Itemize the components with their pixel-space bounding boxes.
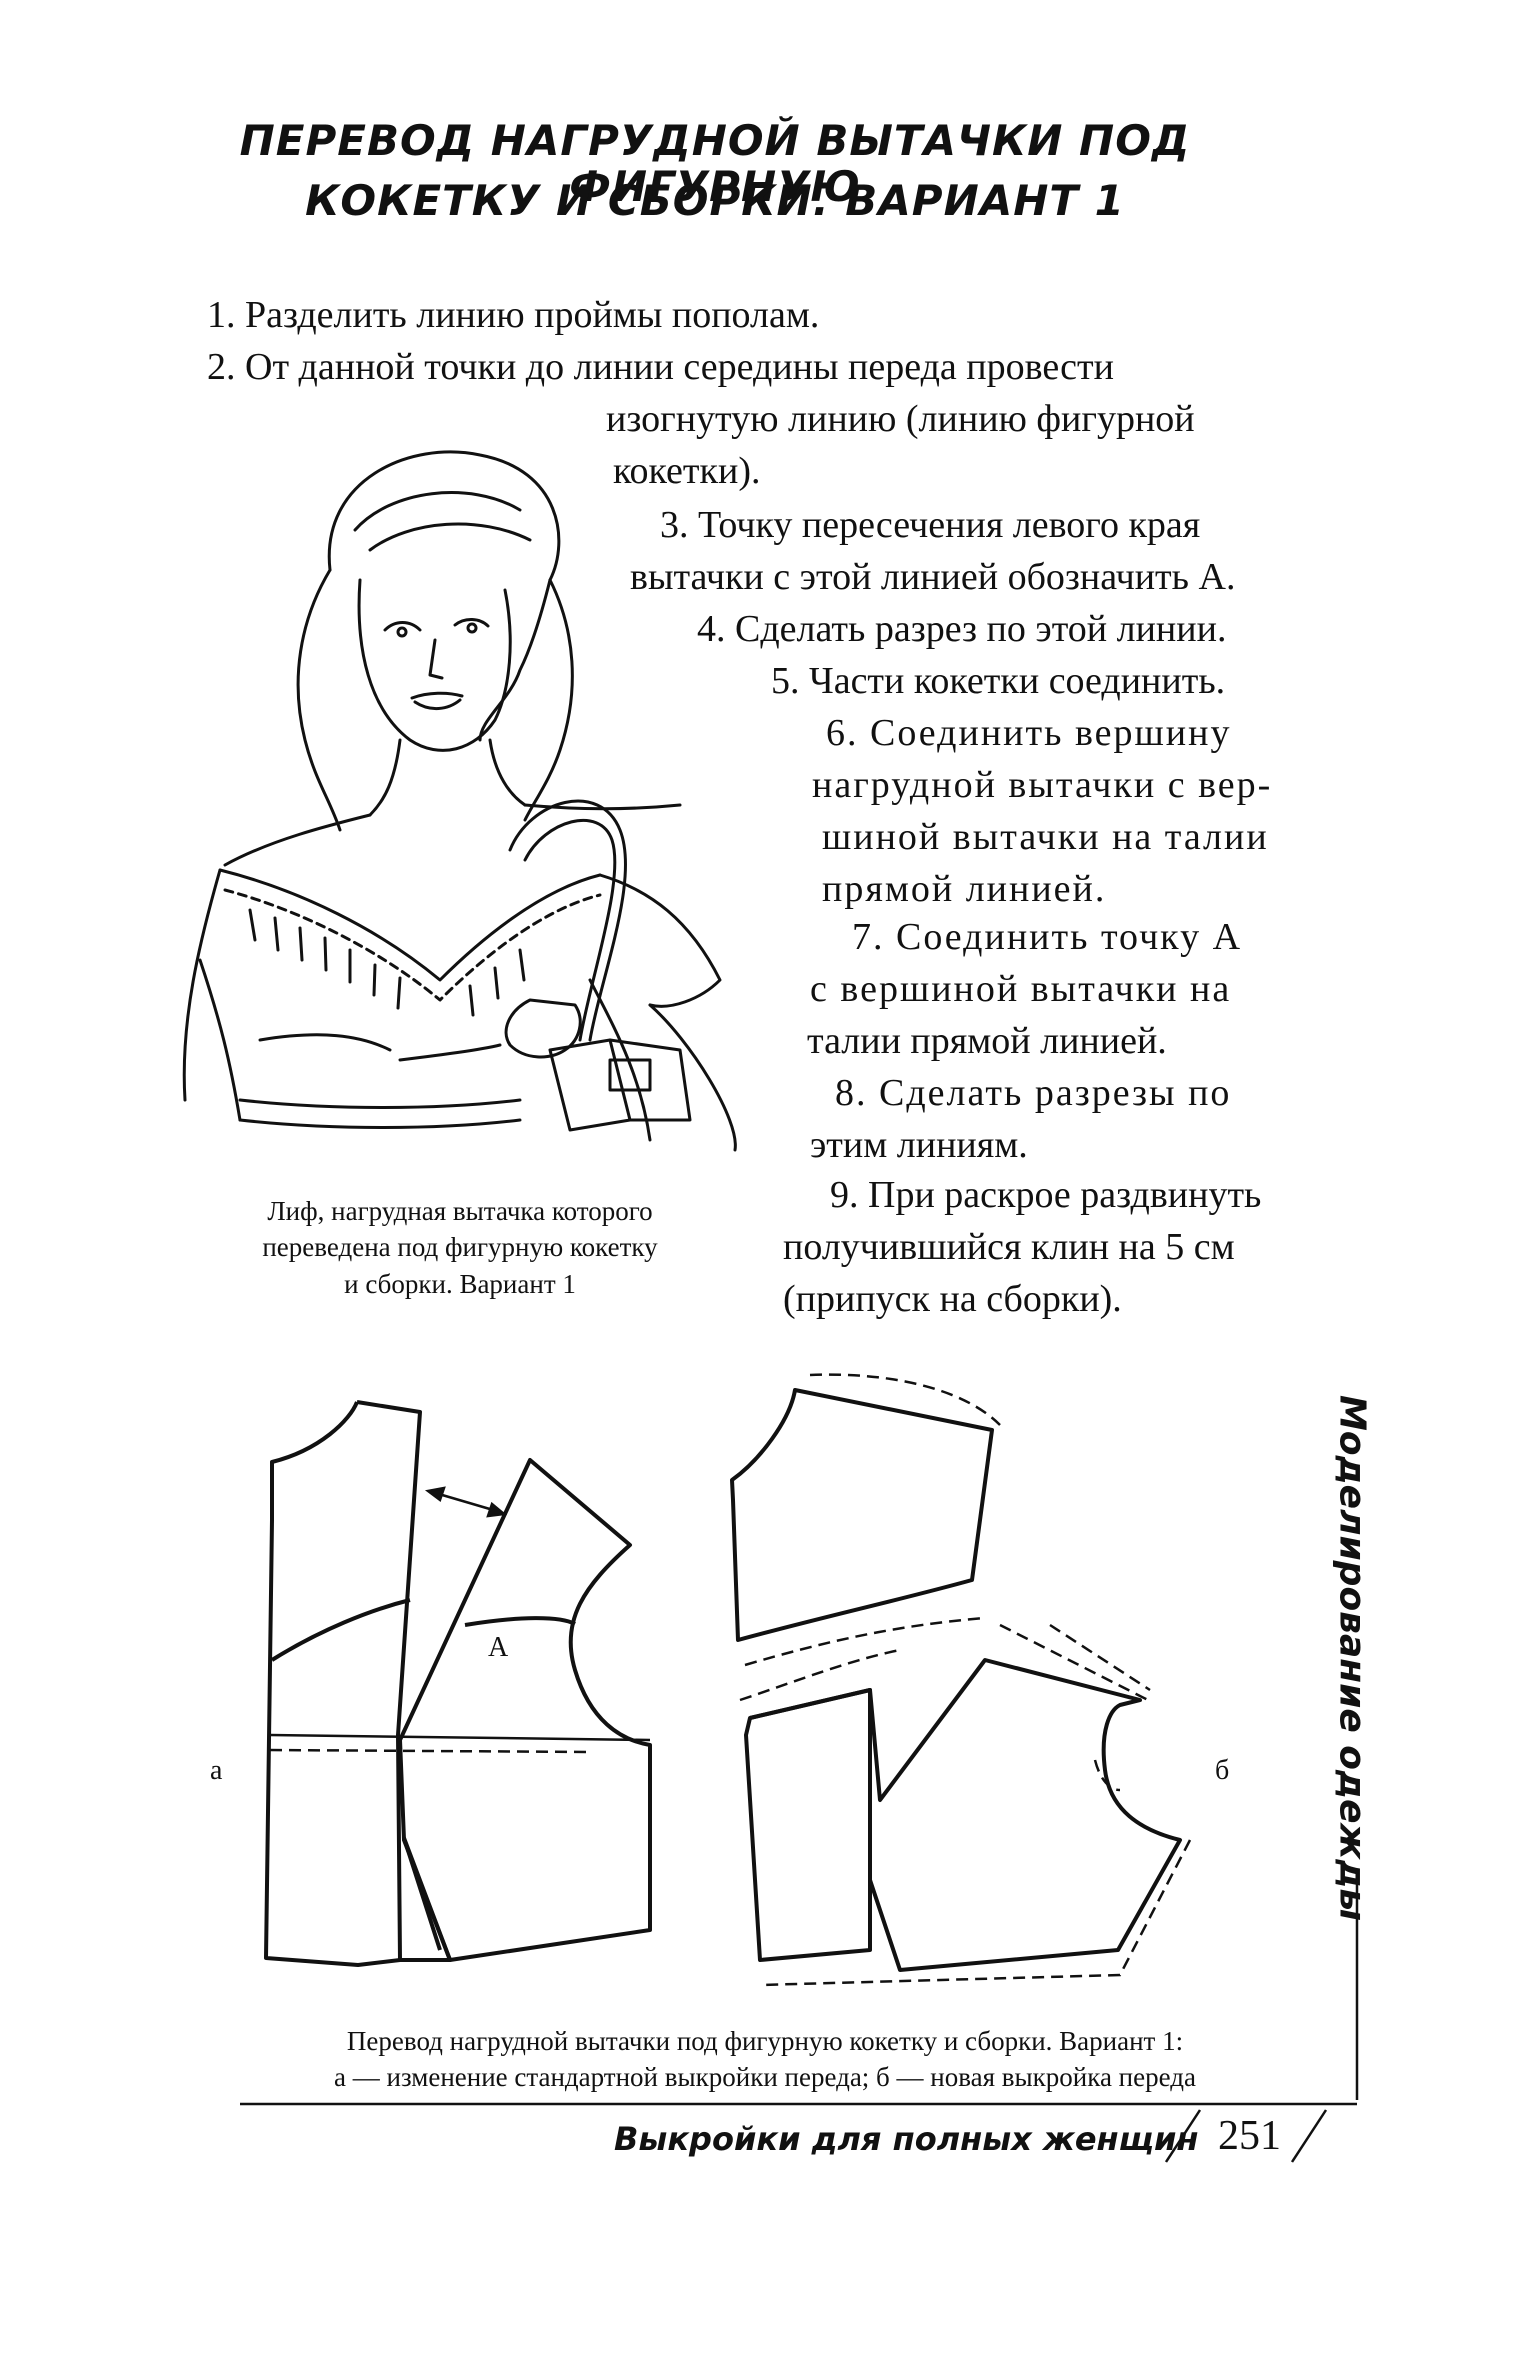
figure-b-label: б bbox=[1215, 1755, 1230, 1786]
woman-illustration bbox=[182, 450, 737, 1152]
step-line: получившийся клин на 5 см bbox=[783, 1226, 1235, 1268]
step-line: 7. Соединить точку А bbox=[852, 916, 1243, 958]
footer-book-title: Выкройки для полных женщин bbox=[614, 2120, 1199, 2158]
step-line: 1. Разделить линию проймы пополам. bbox=[207, 294, 820, 336]
step-line: 6. Соединить вершину bbox=[826, 712, 1232, 754]
figure-caption-line: а — изменение стандартной выкройки перед… bbox=[334, 2062, 1196, 2093]
page-title-line1: ПЕРЕВОД НАГРУДНОЙ ВЫТАЧКИ ПОД ФИГУРНУЮ bbox=[239, 116, 1191, 212]
page-number: 251 bbox=[1218, 2113, 1281, 2159]
step-line: с вершиной вытачки на bbox=[810, 968, 1232, 1010]
step-line: 4. Сделать разрез по этой линии. bbox=[697, 608, 1227, 650]
point-a-label: А bbox=[488, 1632, 509, 1663]
illustration-caption-line: и сборки. Вариант 1 bbox=[344, 1268, 576, 1299]
page-title-line2: КОКЕТКУ И СБОРКИ. ВАРИАНТ 1 bbox=[305, 176, 1125, 225]
step-line: изогнутую линию (линию фигурной bbox=[606, 398, 1195, 440]
step-line: (припуск на сборки). bbox=[783, 1278, 1122, 1320]
step-line: прямой линией. bbox=[822, 868, 1107, 910]
figure-a-label: а bbox=[210, 1755, 223, 1786]
step-line: этим линиям. bbox=[810, 1124, 1028, 1166]
step-line: нагрудной вытачки с вер- bbox=[812, 764, 1273, 806]
step-line: вытачки с этой линией обозначить А. bbox=[630, 556, 1236, 598]
step-line: шиной вытачки на талии bbox=[822, 816, 1269, 858]
step-line: кокетки). bbox=[613, 450, 761, 492]
step-line: 2. От данной точки до линии середины пер… bbox=[207, 346, 1114, 388]
illustration-caption-line: Лиф, нагрудная вытачка которого bbox=[267, 1196, 653, 1226]
step-line: 3. Точку пересечения левого края bbox=[660, 504, 1201, 546]
figure-caption-line: Перевод нагрудной вытачки под фигурную к… bbox=[346, 2026, 1184, 2056]
illustration-caption-line: переведена под фигурную кокетку bbox=[262, 1232, 658, 1263]
step-line: 9. При раскрое раздвинуть bbox=[830, 1174, 1262, 1216]
step-line: 5. Части кокетки соединить. bbox=[771, 660, 1226, 702]
step-line: 8. Сделать разрезы по bbox=[835, 1072, 1232, 1114]
step-line: талии прямой линией. bbox=[807, 1020, 1167, 1062]
